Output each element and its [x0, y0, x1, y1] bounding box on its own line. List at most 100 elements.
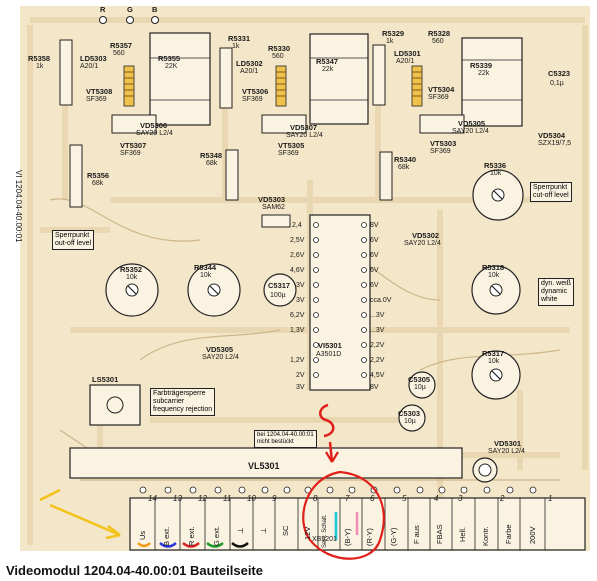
resistor-r5331 [219, 47, 233, 109]
ic-pin-right-5: 6V [370, 282, 379, 289]
transistors [111, 114, 465, 134]
value-r5344: 10k [200, 272, 212, 279]
connector-pin-g-ext: G ext. [212, 525, 221, 546]
label-r5328: R5328 [428, 29, 451, 38]
resistor-r5355 [149, 32, 211, 126]
label-r5358: R5358 [28, 54, 51, 63]
type-vt5306: SF369 [242, 96, 263, 103]
connector-pin-sc: SC [281, 525, 290, 536]
resistor-r5329 [372, 44, 386, 106]
label-r5331: R5331 [228, 34, 251, 43]
input-label-b: B [152, 5, 158, 14]
label-c5323: C5323 [548, 69, 571, 78]
resistor-r5339 [461, 37, 523, 127]
type-vd5305b: SAY20 L2/4 [202, 354, 239, 361]
pin-pads [139, 486, 537, 494]
type-vt5305: SF369 [278, 150, 299, 157]
green-wire-mark [206, 542, 224, 548]
label-ld5301: LD5301 [394, 49, 421, 58]
label-r5347: R5347 [316, 57, 339, 66]
label-c5305: C5305 [408, 375, 431, 384]
label-vd5304: VD5304 [538, 131, 566, 140]
type-vd5303: SAM62 [262, 204, 285, 211]
ic-pin-left-11: 3V [296, 384, 305, 391]
type-ld5303: A20/1 [80, 63, 99, 70]
label-vd5307: VD5307 [290, 123, 318, 132]
connector-pin-200v: 200V [528, 526, 537, 544]
value-r5355: 22K [165, 63, 178, 70]
board-caption: Videomodul 1204.04-40.00:01 Bauteilseite [6, 563, 263, 578]
ic-pin-right-1: 8V [370, 222, 379, 229]
label-r5357: R5357 [110, 41, 133, 50]
value-r5358: 1k [36, 63, 44, 70]
type-vt5307: SF369 [120, 150, 141, 157]
type-vd5304: SZX19/7,5 [538, 140, 572, 147]
pin-number-10: 10 [247, 494, 256, 503]
type-vt5304: SF369 [428, 94, 449, 101]
ic-pin-left-4: 4,6V [290, 267, 305, 274]
connector-pin-fbas: FBAS [435, 524, 444, 544]
connector-pin-us: Us [138, 530, 147, 540]
ic-pin-right-8: ...3V [370, 327, 385, 334]
resistor-r5356 [69, 144, 83, 208]
label-vt5304: VT5304 [428, 85, 455, 94]
label-r5329: R5329 [382, 29, 405, 38]
ic-pin-right-6: cca.0V [370, 297, 392, 304]
board-side-text: VI 1204.04-40.00:01 [14, 170, 23, 243]
red-wire-mark [182, 542, 200, 548]
label-r5317: R5317 [482, 349, 505, 358]
value-r5348: 68k [206, 160, 218, 167]
connector-pin-hell: Hell. [458, 526, 467, 542]
ic-pin-left-9: 1,2V [290, 357, 305, 364]
pin-number-7: 7 [345, 494, 350, 503]
label-vd5306: VD5306 [140, 121, 168, 130]
type-vd5307: SAY20 L2/4 [286, 132, 323, 139]
label-r5348: R5348 [200, 151, 223, 160]
label-r5340: R5340 [394, 155, 417, 164]
label-vt5303: VT5303 [430, 139, 457, 148]
ic-pin-right-10: 2,2V [370, 357, 385, 364]
ic-pin-right-11: 4,5V [370, 372, 385, 379]
pin-number-5: 5 [402, 494, 407, 503]
pin-number-2: 2 [500, 494, 505, 503]
ic-pin-right-12: 8V [370, 384, 379, 391]
label-vd5305: VD5305 [458, 119, 486, 128]
value-r5340: 68k [398, 164, 410, 171]
red-number-two [319, 403, 335, 438]
resistor-r5348 [225, 149, 239, 201]
type-vt5308: SF369 [86, 96, 107, 103]
blue-wire-mark [159, 542, 177, 548]
pin-number-1: 1 [548, 494, 553, 503]
value-c5323: 0,1µ [550, 80, 564, 87]
delay-line-vl5301 [69, 447, 463, 479]
input-label-g: G [127, 5, 133, 14]
value-c5317: 100µ [270, 292, 286, 299]
value-r5336: 10k [490, 170, 502, 177]
pin-number-8: 8 [313, 494, 318, 503]
label-vt5308: VT5308 [86, 87, 113, 96]
connector-pin-12v: 12V [303, 526, 312, 540]
label-r5336: R5336 [484, 161, 507, 170]
label-c5317: C5317 [268, 281, 291, 290]
label-r5355: R5355 [158, 54, 181, 63]
label-r5352: R5352 [120, 265, 143, 274]
value-r5357: 560 [113, 50, 125, 57]
value-r5329: 1k [386, 38, 394, 45]
ic-pin-left-2: 2,5V [290, 237, 305, 244]
label-vt5306: VT5306 [242, 87, 269, 96]
black-wire-mark [231, 542, 249, 548]
type-vt5303: SF369 [430, 148, 451, 155]
yellow-arrow [49, 503, 121, 537]
connector-pin-ground-1: ⊥ [236, 527, 245, 534]
ic-pin-right-3: 6V [370, 252, 379, 259]
resistor-r5347 [309, 33, 369, 125]
value-r5330: 560 [272, 53, 284, 60]
label-r5344: R5344 [194, 263, 217, 272]
resistor-r5340 [379, 151, 393, 201]
connector-pin-ground-2: ⊥ [259, 527, 268, 534]
label-vd5302: VD5302 [412, 231, 440, 240]
connector-pin-r-y: (R-Y) [365, 528, 374, 546]
type-vd5302: SAY20 L2/4 [404, 240, 441, 247]
